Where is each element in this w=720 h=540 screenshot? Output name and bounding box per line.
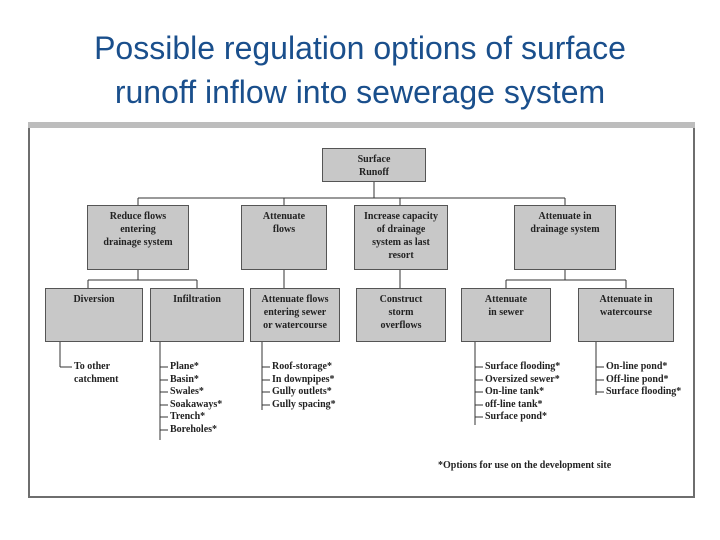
list-item: Surface pond* xyxy=(485,411,547,422)
box-label: flows xyxy=(272,224,296,235)
list-diversion: To other catchment xyxy=(74,361,118,386)
list-infiltration: Plane* Basin* Swales* Soakaways* Trench*… xyxy=(170,361,222,436)
list-item: To other xyxy=(74,361,111,372)
box-label: drainage system xyxy=(103,237,173,248)
box-construct-overflows: Construct storm overflows xyxy=(356,288,446,342)
box-label: Attenuate xyxy=(484,294,528,305)
box-label: Diversion xyxy=(73,294,115,305)
list-item: Gully spacing* xyxy=(272,398,336,410)
box-label: Attenuate in xyxy=(538,211,592,222)
frame-shade xyxy=(28,122,695,128)
title-line-1: Possible regulation options of surface xyxy=(94,30,626,66)
box-reduce-flows: Reduce flows entering drainage system xyxy=(87,205,189,270)
list-item: Boreholes* xyxy=(170,423,218,435)
box-label: system as last xyxy=(372,237,430,248)
title-line-2: runoff inflow into sewerage system xyxy=(114,74,606,110)
box-label: entering xyxy=(120,224,156,235)
box-label: of drainage xyxy=(376,224,426,235)
box-label: Attenuate flows xyxy=(261,294,329,305)
box-infiltration: Infiltration xyxy=(150,288,244,342)
list-item: catchment xyxy=(74,373,119,385)
box-label: Reduce flows xyxy=(109,211,167,222)
list-item: Roof-storage* xyxy=(272,361,332,372)
box-attenuate-watercourse: Attenuate in watercourse xyxy=(578,288,674,342)
box-label: storm xyxy=(388,307,414,318)
list-item: On-line tank* xyxy=(485,386,545,397)
box-label: Attenuate in xyxy=(599,294,653,305)
list-item: Surface flooding* xyxy=(485,361,561,372)
box-attenuate-flows-entering: Attenuate flows entering sewer or waterc… xyxy=(250,288,340,342)
list-item: Basin* xyxy=(170,373,199,385)
list-item: Oversized sewer* xyxy=(485,373,560,385)
list-item: Swales* xyxy=(170,386,204,397)
list-item: Plane* xyxy=(170,361,199,372)
box-attenuate-flows: Attenuate flows xyxy=(241,205,327,270)
box-label: overflows xyxy=(380,320,422,331)
box-label: Attenuate xyxy=(262,211,306,222)
list-item: Soakaways* xyxy=(170,398,223,410)
box-label: or watercourse xyxy=(263,320,327,331)
box-label: Surface xyxy=(357,154,391,165)
box-surface-runoff: Surface Runoff xyxy=(322,148,426,182)
list-item: Surface flooding* xyxy=(606,386,682,397)
box-label: Runoff xyxy=(358,167,389,178)
list-in-sewer: Surface flooding* Oversized sewer* On-li… xyxy=(485,361,560,424)
list-item: off-line tank* xyxy=(485,398,543,410)
list-item: Gully outlets* xyxy=(272,386,332,397)
slide-title: Possible regulation options of surface r… xyxy=(0,26,720,114)
box-label: watercourse xyxy=(599,307,653,318)
list-attenuate-flows: Roof-storage* In downpipes* Gully outlet… xyxy=(272,361,336,411)
box-attenuate-drainage: Attenuate in drainage system xyxy=(514,205,616,270)
list-item: On-line pond* xyxy=(606,361,668,372)
footnote: *Options for use on the development site xyxy=(438,460,612,471)
list-item: Trench* xyxy=(170,411,206,422)
list-in-watercourse: On-line pond* Off-line pond* Surface flo… xyxy=(606,361,681,399)
box-label: Construct xyxy=(379,294,423,305)
box-diversion: Diversion xyxy=(45,288,143,342)
box-label: entering sewer xyxy=(263,307,327,318)
box-label: resort xyxy=(388,250,414,261)
box-attenuate-sewer: Attenuate in sewer xyxy=(461,288,551,342)
box-increase-capacity: Increase capacity of drainage system as … xyxy=(354,205,448,270)
list-item: Off-line pond* xyxy=(606,373,669,385)
box-label: Increase capacity xyxy=(364,211,438,222)
list-item: In downpipes* xyxy=(272,373,335,385)
box-label: Infiltration xyxy=(173,294,221,305)
box-label: in sewer xyxy=(488,307,524,318)
box-label: drainage system xyxy=(530,224,600,235)
